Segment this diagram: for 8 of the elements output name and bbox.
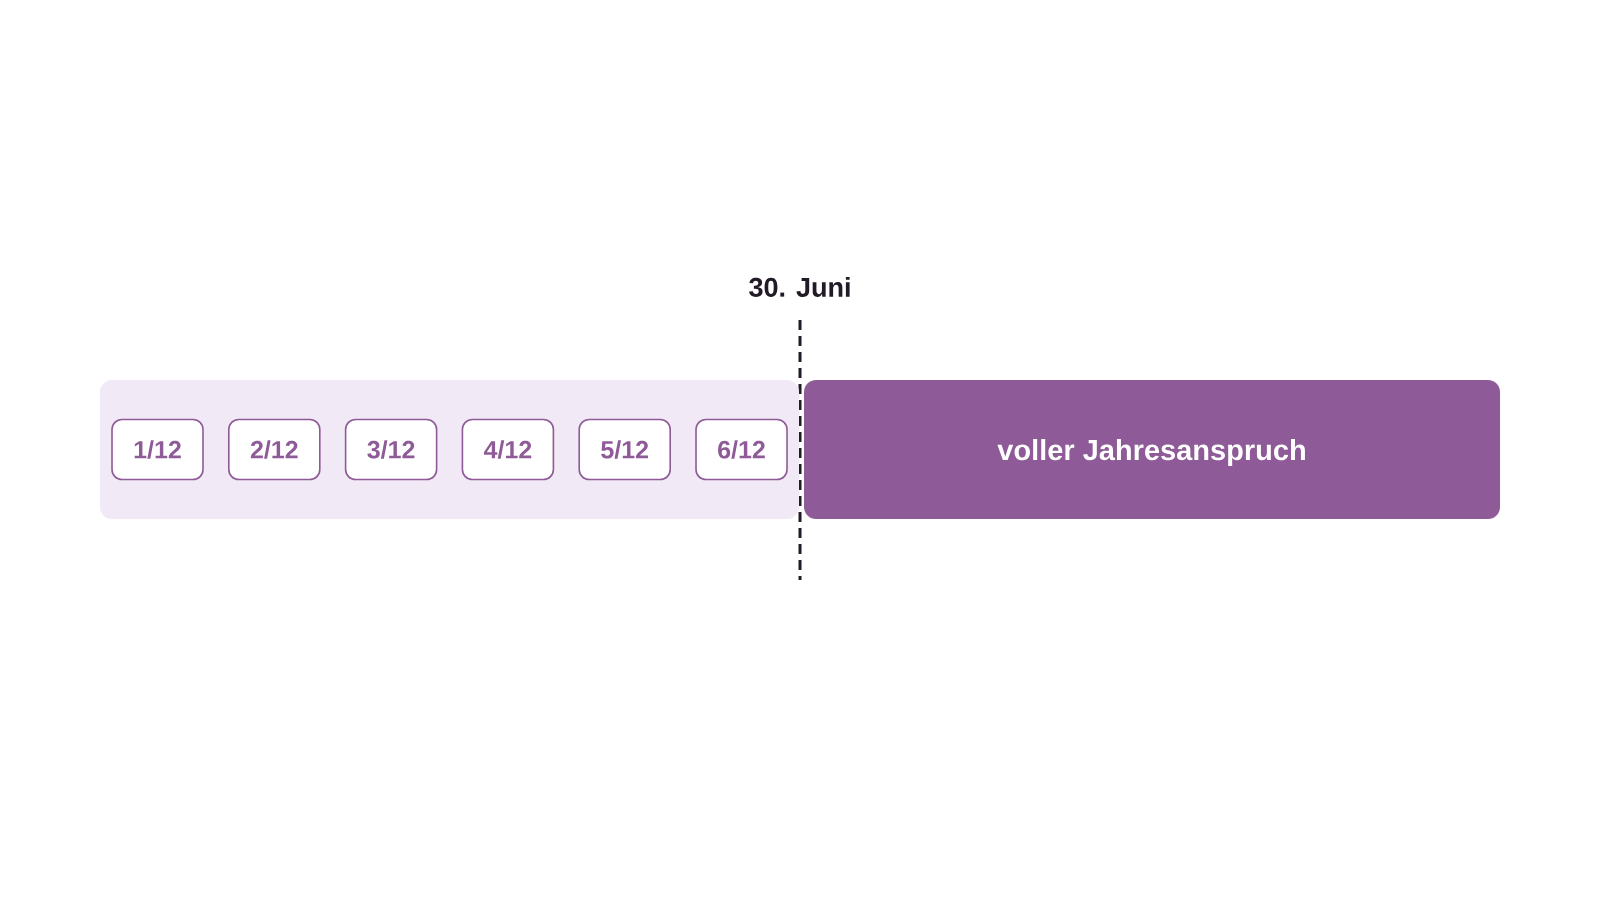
date-label: 30. Juni [749,277,850,297]
fraction-box: 2/12 [228,418,321,481]
fraction-box: 3/12 [344,418,438,481]
fraction-box: 4/12 [461,418,555,481]
period-box: voller Jahresanspruch [804,380,1500,519]
fraction-box: 1/12 [111,418,204,481]
fraction-box: 6/12 [695,418,788,481]
fraction-box: 5/12 [578,418,671,481]
